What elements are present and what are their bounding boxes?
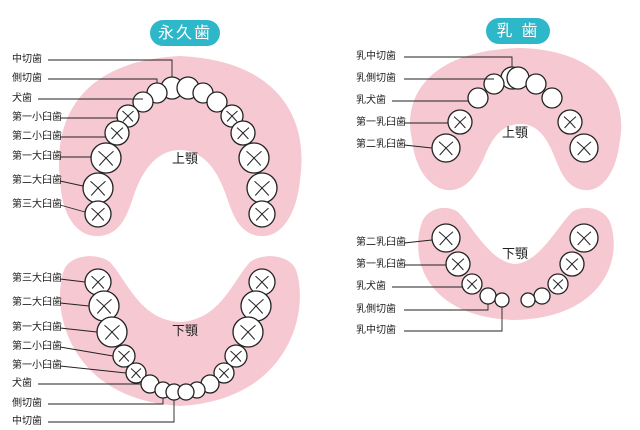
permanent-lower-leader-1 <box>59 278 86 283</box>
primary-upper-jaw-label: 上顎 <box>502 126 529 141</box>
label-primary-second-molar-lower: 第二乳臼歯 <box>356 237 406 248</box>
label-second-premolar-upper: 第二小臼歯 <box>12 131 62 142</box>
permanent-lower-tooth-right-4-groove <box>230 350 242 362</box>
label-first-premolar-lower: 第一小臼歯 <box>12 360 62 371</box>
permanent-teeth-title: 永久歯 <box>150 20 220 46</box>
label-primary-first-molar-lower: 第一乳臼歯 <box>356 259 406 270</box>
label-primary-lateral-incisor-lower: 乳側切歯 <box>356 304 396 315</box>
permanent-upper-tooth-right-6-groove <box>246 150 262 166</box>
primary-upper-tooth-right-2 <box>525 73 547 95</box>
primary-upper-tooth-right-3 <box>541 87 563 109</box>
primary-lower-leader-1 <box>403 239 433 244</box>
permanent-upper-tooth-left-4-groove <box>122 110 134 122</box>
primary-lower-tooth-left-5 <box>494 292 510 308</box>
label-second-premolar-lower: 第二小臼歯 <box>12 341 62 352</box>
label-primary-second-molar-upper: 第二乳臼歯 <box>356 139 406 150</box>
permanent-lower-jaw-label: 下顎 <box>172 324 199 339</box>
primary-upper-tooth-left-5-groove <box>438 141 454 156</box>
label-canine-upper: 犬歯 <box>12 93 32 104</box>
permanent-upper-tooth-left-5-groove <box>110 127 124 140</box>
permanent-lower-leader-4 <box>59 346 114 357</box>
label-second-molar-upper: 第二大臼歯 <box>12 175 62 186</box>
permanent-lower-tooth-right-8 <box>177 383 195 401</box>
permanent-lower-leader-5 <box>59 365 127 374</box>
permanent-upper-leader-2 <box>48 78 158 83</box>
primary-upper-leader-5 <box>403 144 433 149</box>
label-primary-central-incisor-lower: 乳中切歯 <box>356 325 396 336</box>
primary-lower-tooth-right-5 <box>520 292 536 308</box>
label-central-incisor-lower: 中切歯 <box>12 416 42 427</box>
label-second-molar-lower: 第二大臼歯 <box>12 297 62 308</box>
permanent-upper-tooth-right-8-groove <box>255 207 269 221</box>
primary-teeth-title: 乳 歯 <box>486 18 550 44</box>
primary-lower-jaw-label: 下顎 <box>502 247 529 262</box>
permanent-lower-tooth-right-2-groove <box>248 298 264 314</box>
label-primary-lateral-incisor-upper: 乳側切歯 <box>356 73 396 84</box>
permanent-upper-jaw-label: 上顎 <box>172 152 199 167</box>
label-lateral-incisor-upper: 側切歯 <box>12 73 42 84</box>
primary-upper-leader-1 <box>404 56 513 67</box>
primary-lower-tooth-left-1-groove <box>438 231 454 246</box>
primary-upper-tooth-left-2 <box>483 73 505 95</box>
primary-upper-tooth-left-4-groove <box>453 116 467 129</box>
permanent-lower-tooth-left-2-groove <box>96 298 112 314</box>
primary-upper-tooth-left-3 <box>467 87 489 109</box>
permanent-lower-tooth-right-5-groove <box>218 368 230 379</box>
primary-lower-tooth-right-3-groove <box>552 279 564 290</box>
label-lateral-incisor-lower: 側切歯 <box>12 398 42 409</box>
label-primary-first-molar-upper: 第一乳臼歯 <box>356 117 406 128</box>
label-third-molar-upper: 第三大臼歯 <box>12 199 62 210</box>
label-canine-lower: 犬歯 <box>12 378 32 389</box>
permanent-lower-tooth-right-1-groove <box>255 275 269 289</box>
permanent-upper-tooth-right-3 <box>206 91 228 113</box>
permanent-upper-tooth-right-4-groove <box>226 110 238 122</box>
label-primary-canine-upper: 乳犬歯 <box>356 95 386 106</box>
permanent-upper-gum <box>58 56 302 237</box>
primary-lower-tooth-left-2-groove <box>451 258 465 271</box>
label-third-molar-lower: 第三大臼歯 <box>12 273 62 284</box>
primary-lower-leader-5 <box>404 307 503 332</box>
label-first-molar-upper: 第一大臼歯 <box>12 151 62 162</box>
permanent-upper-tooth-right-7-groove <box>254 180 270 196</box>
permanent-lower-leader-2 <box>59 302 90 307</box>
primary-upper-tooth-right-5-groove <box>576 141 592 156</box>
label-first-premolar-upper: 第一小臼歯 <box>12 112 62 123</box>
permanent-upper-tooth-left-7-groove <box>90 180 106 196</box>
primary-lower-tooth-right-4 <box>533 287 551 305</box>
primary-upper-gum <box>410 48 622 191</box>
permanent-upper-leader-7 <box>59 180 84 187</box>
permanent-lower-tooth-left-4-groove <box>118 350 130 362</box>
permanent-lower-tooth-right-3-groove <box>240 324 256 340</box>
permanent-upper-leader-8 <box>59 204 86 213</box>
permanent-lower-leader-3 <box>59 327 98 333</box>
primary-lower-tooth-right-2-groove <box>565 258 579 271</box>
permanent-lower-leader-8 <box>48 400 175 423</box>
label-primary-canine-lower: 乳犬歯 <box>356 281 386 292</box>
permanent-lower-leader-7 <box>48 398 164 405</box>
primary-upper-tooth-right-4-groove <box>563 116 577 129</box>
permanent-upper-tooth-right-5-groove <box>236 127 250 140</box>
primary-lower-tooth-right-1-groove <box>576 231 592 246</box>
primary-lower-tooth-left-3-groove <box>466 279 478 290</box>
permanent-upper-tooth-left-6-groove <box>98 150 114 166</box>
primary-lower-leader-4 <box>404 304 489 311</box>
permanent-upper-tooth-left-8-groove <box>91 207 105 221</box>
permanent-lower-tooth-left-3-groove <box>104 324 120 340</box>
primary-lower-tooth-left-4 <box>479 287 497 305</box>
label-central-incisor-upper: 中切歯 <box>12 54 42 65</box>
label-primary-central-incisor-upper: 乳中切歯 <box>356 51 396 62</box>
permanent-lower-tooth-left-1-groove <box>91 275 105 289</box>
permanent-upper-leader-1 <box>48 59 173 77</box>
permanent-lower-gum <box>60 256 300 406</box>
permanent-upper-tooth-left-3 <box>132 91 154 113</box>
permanent-lower-tooth-left-5-groove <box>130 368 142 379</box>
label-first-molar-lower: 第一大臼歯 <box>12 322 62 333</box>
